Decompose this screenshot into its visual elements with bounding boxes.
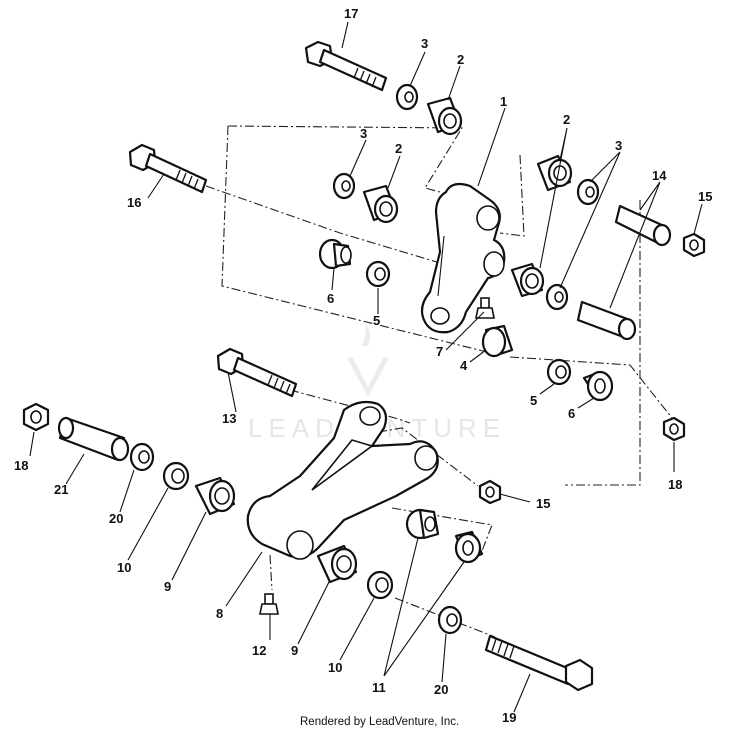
- callout-21: 21: [54, 482, 68, 497]
- rocker-arm-1: [420, 182, 506, 334]
- callout-2-top: 2: [457, 52, 464, 67]
- callout-18-left: 18: [14, 458, 28, 473]
- washer-3-right-lower: [545, 283, 569, 311]
- grease-fitting-12: [259, 593, 279, 615]
- collar-6-right: [582, 370, 614, 402]
- callout-6-right: 6: [568, 406, 575, 421]
- callout-10-center: 10: [328, 660, 342, 675]
- nut-15-upper: [682, 232, 706, 258]
- bushing-10-left: [162, 461, 190, 491]
- bearing-2-right-lower: [510, 262, 545, 298]
- callout-3-top: 3: [421, 36, 428, 51]
- spacer-21: [57, 416, 130, 462]
- bolt-17: [304, 40, 388, 92]
- callout-11: 11: [372, 680, 386, 695]
- footer-credit: Rendered by LeadVenture, Inc.: [300, 716, 459, 728]
- bearing-2-right-upper: [536, 154, 573, 192]
- washer-3-mid: [332, 172, 356, 200]
- collar-6-left: [318, 238, 352, 270]
- callout-18-right: 18: [668, 477, 682, 492]
- callout-1: 1: [500, 94, 507, 109]
- callout-9-left: 9: [164, 579, 171, 594]
- collar-11-right: [454, 530, 484, 564]
- grease-fitting-7: [475, 297, 495, 319]
- nut-18-right: [662, 416, 686, 442]
- link-arm-8: [246, 400, 439, 560]
- spacer-14-upper: [614, 204, 672, 247]
- callout-2-right: 2: [563, 112, 570, 127]
- washer-20-right: [437, 605, 463, 635]
- bushing-5-right: [546, 358, 572, 386]
- callout-13: 13: [222, 411, 236, 426]
- callout-19: 19: [502, 710, 516, 725]
- callout-5-left: 5: [373, 313, 380, 328]
- bearing-9-left: [194, 476, 236, 516]
- callout-15-lower: 15: [536, 496, 550, 511]
- bearing-2-top: [426, 96, 463, 136]
- bushing-5-left: [365, 260, 391, 288]
- spacer-14-lower: [576, 300, 637, 341]
- callout-16: 16: [127, 195, 141, 210]
- callout-6-left: 6: [327, 291, 334, 306]
- washer-3-top: [395, 83, 419, 111]
- bolt-13: [216, 347, 298, 398]
- washer-20-left: [129, 442, 155, 472]
- callout-20-right: 20: [434, 682, 448, 697]
- collar-11-left: [405, 508, 440, 540]
- callout-7: 7: [436, 344, 443, 359]
- callout-15-upper: 15: [698, 189, 712, 204]
- callout-12: 12: [252, 643, 266, 658]
- bearing-2-mid: [362, 184, 399, 224]
- callout-14: 14: [652, 168, 667, 183]
- callout-3-right: 3: [615, 138, 622, 153]
- bolt-19: [484, 634, 594, 692]
- callout-10-left: 10: [117, 560, 131, 575]
- bearing-9-center: [316, 544, 358, 584]
- callout-8: 8: [216, 606, 223, 621]
- callout-3-mid: 3: [360, 126, 367, 141]
- nut-18-left: [22, 402, 50, 432]
- washer-3-right-upper: [576, 178, 600, 206]
- bolt-16: [128, 143, 208, 194]
- callout-20-left: 20: [109, 511, 123, 526]
- callout-4: 4: [460, 358, 468, 373]
- bushing-10-center: [366, 570, 394, 600]
- bushing-4: [481, 324, 514, 358]
- nut-15-lower: [478, 479, 502, 505]
- callout-2-mid: 2: [395, 141, 402, 156]
- callout-5-right: 5: [530, 393, 537, 408]
- leader-lines: [29, 21, 703, 713]
- callout-17: 17: [344, 6, 358, 21]
- callouts: 17 3 2 1 3 2 16 2 3 14 15 6 5 7 4 5 6 18…: [14, 6, 712, 725]
- callout-9-center: 9: [291, 643, 298, 658]
